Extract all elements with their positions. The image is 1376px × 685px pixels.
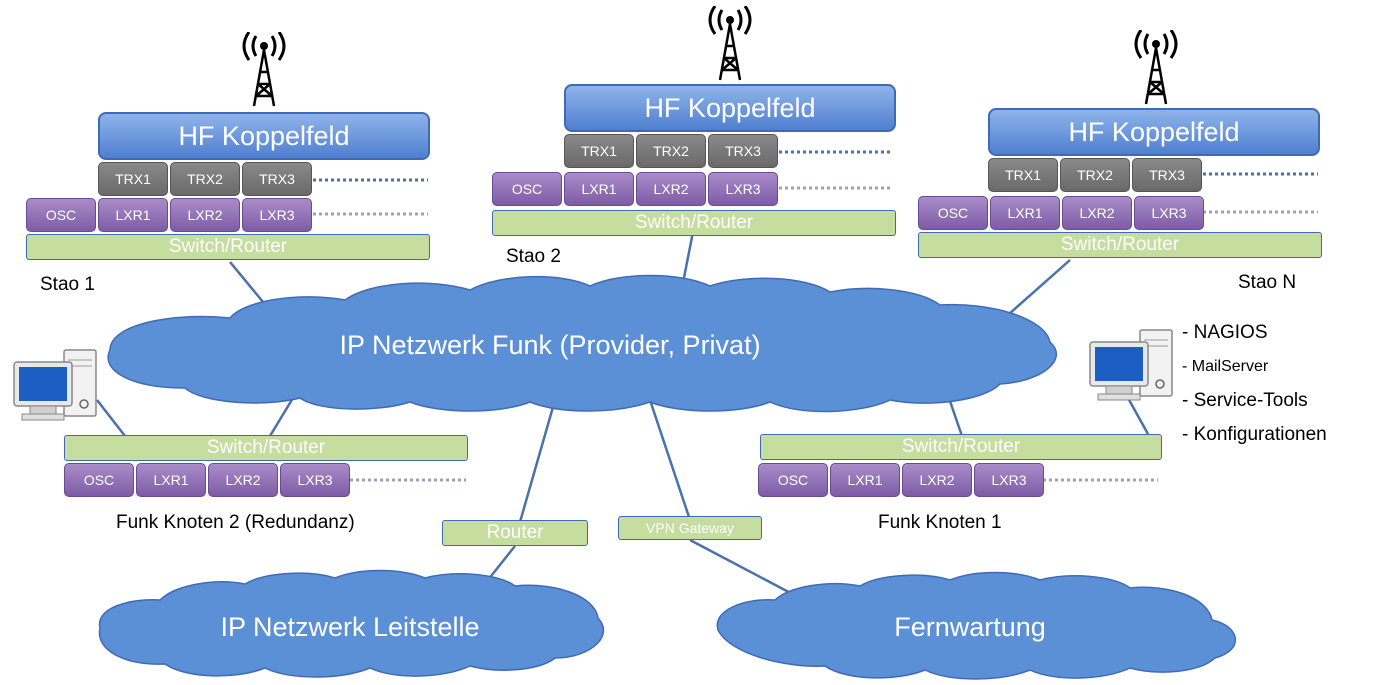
trx-module: TRX3 xyxy=(708,134,778,168)
cloud-leitstelle-shape xyxy=(98,569,605,678)
hf-koppelfeld-box: HF Koppelfeld xyxy=(988,108,1320,156)
station-label: Stao N xyxy=(1238,272,1297,293)
trx-dotted-leaders xyxy=(313,150,1318,182)
node-label: Funk Knoten 1 xyxy=(878,512,1002,533)
server-list-item: - NAGIOS xyxy=(1182,322,1268,343)
station-label: Stao 1 xyxy=(40,274,95,295)
server-list-item: - Service-Tools xyxy=(1182,390,1308,411)
osc-module: OSC xyxy=(758,463,828,497)
router-box: Router xyxy=(442,520,588,546)
trx-module: TRX2 xyxy=(636,134,706,168)
lxr-module: LXR3 xyxy=(280,463,350,497)
hf-koppelfeld-box: HF Koppelfeld xyxy=(98,112,430,160)
connection-lines xyxy=(96,231,1150,600)
lxr-module: LXR1 xyxy=(830,463,900,497)
trx-module: TRX1 xyxy=(988,158,1058,192)
lxr-module: LXR2 xyxy=(636,172,706,206)
switch-router-bar: Switch/Router xyxy=(64,435,468,461)
cloud-leitstelle-label: IP Netzwerk Leitstelle xyxy=(220,612,480,642)
lxr-module: LXR2 xyxy=(170,198,240,232)
cloud-fernwartung-label: Fernwartung xyxy=(894,612,1046,642)
switch-router-bar: Switch/Router xyxy=(760,434,1162,460)
cloud-fernwartung-shape xyxy=(716,571,1236,680)
lxr-module: LXR1 xyxy=(136,463,206,497)
lxr-module: LXR1 xyxy=(98,198,168,232)
switch-router-bar: Switch/Router xyxy=(918,232,1322,258)
trx-module: TRX2 xyxy=(170,162,240,196)
trx-module: TRX1 xyxy=(564,134,634,168)
lxr-module: LXR1 xyxy=(564,172,634,206)
lxr-module: LXR2 xyxy=(208,463,278,497)
trx-module: TRX3 xyxy=(242,162,312,196)
antenna-tower-icon xyxy=(236,31,292,110)
lxr-module: LXR3 xyxy=(974,463,1044,497)
antenna-tower-icon xyxy=(702,5,758,84)
server-list-item: - MailServer xyxy=(1182,358,1269,375)
node-label: Funk Knoten 2 (Redundanz) xyxy=(116,512,355,533)
lxr-module: LXR2 xyxy=(902,463,972,497)
trx-module: TRX1 xyxy=(98,162,168,196)
lxr-dotted-leaders xyxy=(313,186,1318,482)
lxr-module: LXR2 xyxy=(1062,196,1132,230)
osc-module: OSC xyxy=(64,463,134,497)
lxr-module: LXR3 xyxy=(242,198,312,232)
computer-workstation-icon xyxy=(1088,326,1176,406)
trx-module: TRX3 xyxy=(1132,158,1202,192)
switch-router-bar: Switch/Router xyxy=(492,210,896,236)
vpn-gateway-box: VPN Gateway xyxy=(618,516,762,540)
station-label: Stao 2 xyxy=(506,246,561,267)
osc-module: OSC xyxy=(492,172,562,206)
hf-koppelfeld-box: HF Koppelfeld xyxy=(564,84,896,132)
cloud-main-shape xyxy=(107,274,1057,413)
cloud-main-label: IP Netzwerk Funk (Provider, Privat) xyxy=(339,330,761,360)
switch-router-bar: Switch/Router xyxy=(26,234,430,260)
antenna-tower-icon xyxy=(1128,29,1184,108)
lxr-module: LXR3 xyxy=(708,172,778,206)
computer-workstation-icon xyxy=(12,346,100,426)
server-list-item: - Konfigurationen xyxy=(1182,424,1327,445)
lxr-module: LXR1 xyxy=(990,196,1060,230)
lxr-module: LXR3 xyxy=(1134,196,1204,230)
osc-module: OSC xyxy=(918,196,988,230)
trx-module: TRX2 xyxy=(1060,158,1130,192)
osc-module: OSC xyxy=(26,198,96,232)
